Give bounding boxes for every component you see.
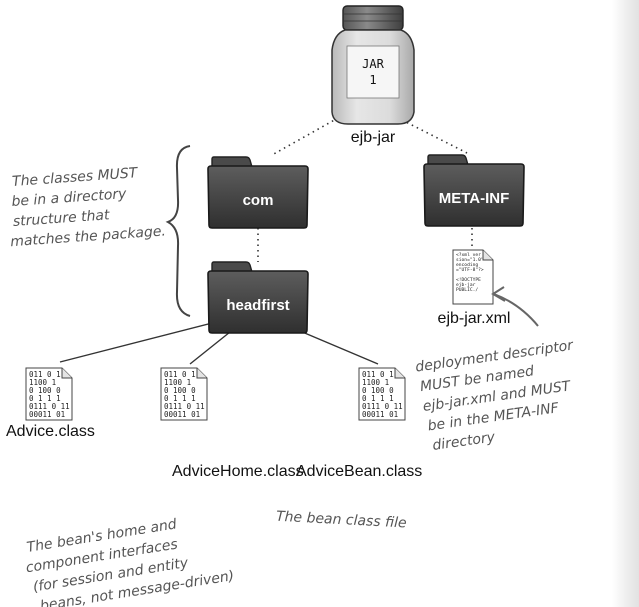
headfirst-folder-label: headfirst xyxy=(226,297,289,314)
advice-class-document-icon: 011 0 1 1100 1 0 100 0 0 1 1 1 0111 0 11… xyxy=(25,367,73,421)
deployment-descriptor-annotation: deployment descriptor MUST be named ejb-… xyxy=(414,337,575,454)
binary-line: 0111 0 11 xyxy=(164,402,205,411)
binary-line: 00011 01 xyxy=(164,410,200,419)
annotation-line: directory xyxy=(431,429,496,454)
advice-home-class-label: AdviceHome.class xyxy=(172,463,304,480)
com-folder-icon: com xyxy=(207,156,309,229)
xml-line: <?xml ver xyxy=(456,252,481,258)
jar-icon: JAR 1 xyxy=(331,5,415,125)
binary-line: 1100 1 xyxy=(29,378,56,387)
xml-line: sion="1.0" xyxy=(456,257,484,263)
annotation-line: structure that xyxy=(12,207,110,230)
descriptor-arrow xyxy=(491,286,539,327)
xml-line: PUBLIC./ xyxy=(456,287,478,293)
binary-line: 011 0 1 xyxy=(164,370,196,379)
binary-line: 0 100 0 xyxy=(164,386,196,395)
xml-line: ejb-jar xyxy=(456,282,476,288)
ejb-jar-xml-document-icon: <?xml ver sion="1.0" encoding ="UTF-8"?>… xyxy=(452,249,494,305)
xml-line: ="UTF-8"?> xyxy=(456,267,484,273)
advice-bean-class-document-icon: 011 0 1 1100 1 0 100 0 0 1 1 1 0111 0 11… xyxy=(358,367,406,421)
binary-line: 011 0 1 xyxy=(29,370,61,379)
meta-inf-folder-label: META-INF xyxy=(439,190,510,207)
ejb-jar-xml-label: ejb-jar.xml xyxy=(438,310,511,327)
meta-inf-folder-icon: META-INF xyxy=(423,154,525,227)
package-brace xyxy=(165,145,191,317)
binary-line: 00011 01 xyxy=(29,410,65,419)
binary-line: 0 100 0 xyxy=(362,386,394,395)
advice-bean-class-label: AdviceBean.class xyxy=(296,463,422,480)
connector-jar-com xyxy=(271,117,339,156)
binary-line: 0111 0 11 xyxy=(362,402,403,411)
advice-class-label: Advice.class xyxy=(6,423,95,440)
binary-line: 00011 01 xyxy=(362,410,398,419)
binary-line: 011 0 1 xyxy=(362,370,394,379)
jar-label-line-2: 1 xyxy=(369,73,376,87)
binary-line: 1100 1 xyxy=(164,378,191,387)
page-edge-shadow xyxy=(612,0,639,607)
connector-jar-meta-inf xyxy=(401,119,468,154)
xml-line: <!DOCTYPE xyxy=(456,277,481,283)
com-folder-label: com xyxy=(243,192,274,209)
headfirst-folder-icon: headfirst xyxy=(207,261,309,334)
binary-line: 1100 1 xyxy=(362,378,389,387)
jar-label-line-1: JAR xyxy=(362,57,384,71)
advice-home-class-document-icon: 011 0 1 1100 1 0 100 0 0 1 1 1 0111 0 11… xyxy=(160,367,208,421)
binary-line: 0 100 0 xyxy=(29,386,61,395)
interfaces-annotation: The bean's home and component interfaces… xyxy=(25,516,236,607)
binary-line: 0 1 1 1 xyxy=(362,394,394,403)
bean-class-annotation: The bean class file xyxy=(276,509,407,532)
binary-line: 0111 0 11 xyxy=(29,402,70,411)
xml-line: encoding xyxy=(456,262,478,268)
binary-line: 0 1 1 1 xyxy=(29,394,61,403)
binary-line: 0 1 1 1 xyxy=(164,394,196,403)
annotation-line: be in a directory xyxy=(11,186,128,210)
package-structure-annotation: The classes MUST be in a directory struc… xyxy=(10,165,167,250)
jar-caption: ejb-jar xyxy=(351,129,396,146)
